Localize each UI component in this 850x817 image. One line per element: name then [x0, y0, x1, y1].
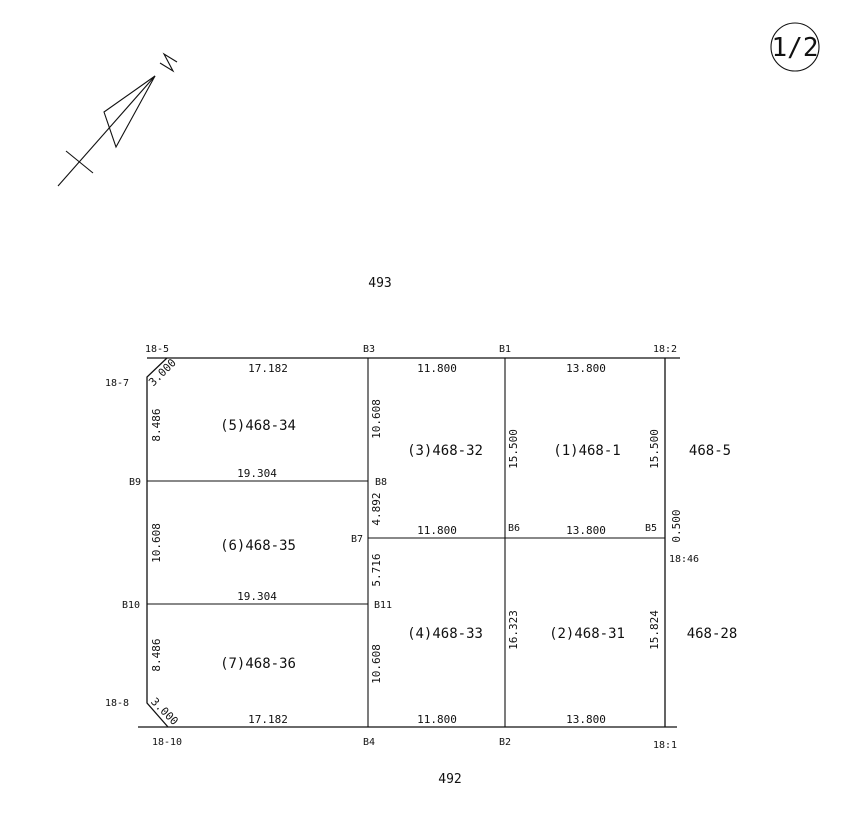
point-18-8: 18-8 — [105, 698, 129, 709]
lot-2-label: (2)468-31 — [549, 626, 625, 642]
point-b2: B2 — [499, 737, 511, 748]
dim-x1-b7-b11: 5.716 — [370, 553, 383, 586]
point-b9: B9 — [129, 477, 141, 488]
lot-6-label: (6)468-35 — [220, 538, 296, 554]
dim-x3-jog: 0.500 — [670, 509, 683, 542]
dim-row-b10: 19.304 — [237, 590, 277, 603]
neighbor-north: 493 — [368, 276, 391, 291]
dim-x1-b8-b7: 4.892 — [370, 492, 383, 525]
point-b10: B10 — [122, 600, 140, 611]
point-b7: B7 — [351, 534, 363, 545]
dim-mid-mid: 11.800 — [417, 524, 457, 537]
point-18-10: 18-10 — [152, 737, 182, 748]
sheet-number-badge: 1/2 — [770, 22, 820, 72]
dim-row-b9: 19.304 — [237, 467, 277, 480]
parcel-lines — [138, 357, 680, 728]
point-18-1: 18:1 — [653, 740, 677, 751]
point-18-2: 18:2 — [653, 344, 677, 355]
dim-bottom-right: 13.800 — [566, 713, 606, 726]
neighbor-east-upper: 468-5 — [689, 443, 731, 459]
lot-5-label: (5)468-34 — [220, 418, 296, 434]
dim-x3-upper: 15.500 — [648, 429, 661, 469]
dim-x1-upper: 10.608 — [370, 399, 383, 439]
point-b11: B11 — [374, 600, 392, 611]
dim-bottom-left: 17.182 — [248, 713, 288, 726]
lot-1-label: (1)468-1 — [553, 443, 620, 459]
dim-x2-lower: 16.323 — [507, 610, 520, 650]
north-arrow-icon: N — [57, 52, 178, 187]
west-boundary — [146, 357, 169, 728]
dim-left-lower: 8.486 — [150, 638, 163, 671]
neighbor-south: 492 — [438, 772, 461, 787]
dim-x2-upper: 15.500 — [507, 429, 520, 469]
dim-x1-lower: 10.608 — [370, 644, 383, 684]
point-b4: B4 — [363, 737, 375, 748]
point-b1: B1 — [499, 344, 511, 355]
dim-left-mid: 10.608 — [150, 523, 163, 563]
dim-mid-right: 13.800 — [566, 524, 606, 537]
dim-bottom-mid: 11.800 — [417, 713, 457, 726]
point-18-7: 18-7 — [105, 378, 129, 389]
neighbor-east-lower: 468-28 — [687, 626, 738, 642]
dim-top-right: 13.800 — [566, 362, 606, 375]
sheet-number: 1/2 — [772, 33, 819, 63]
point-b6: B6 — [508, 523, 520, 534]
sheet-number-circle — [770, 22, 820, 72]
dim-x3-lower: 15.824 — [648, 610, 661, 650]
dim-top-left: 17.182 — [248, 362, 288, 375]
point-b8: B8 — [375, 477, 387, 488]
point-18-46: 18:46 — [669, 554, 699, 565]
lot-7-label: (7)468-36 — [220, 656, 296, 672]
point-b3: B3 — [363, 344, 375, 355]
dim-top-mid: 11.800 — [417, 362, 457, 375]
lot-3-label: (3)468-32 — [407, 443, 483, 459]
lot-4-label: (4)468-33 — [407, 626, 483, 642]
point-18-5: 18-5 — [145, 344, 169, 355]
point-b5: B5 — [645, 523, 657, 534]
dim-left-upper: 8.486 — [150, 408, 163, 441]
